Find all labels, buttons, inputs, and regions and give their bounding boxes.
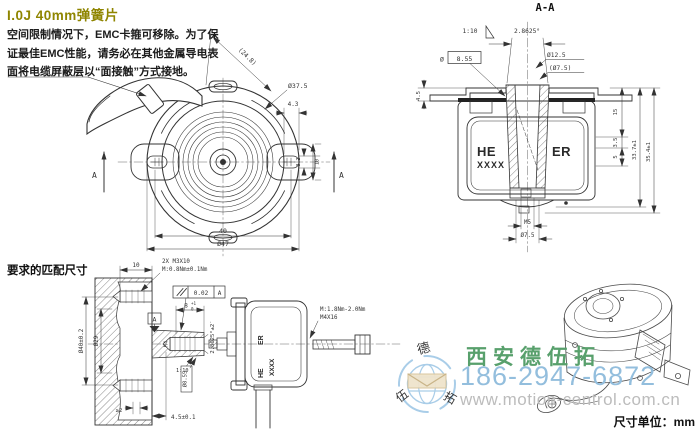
units-label: 尺寸单位：mm bbox=[613, 415, 695, 429]
dim-35-4: 35.4±1 bbox=[646, 142, 652, 162]
emc-note: 空间限制情况下，EMC卡箍可移除。为了保 证最佳EMC性能，请务必在其他金属导电… bbox=[7, 26, 223, 82]
dia-37-5: Ø37.5 bbox=[288, 82, 308, 90]
mating-view-title: 要求的匹配尺寸 bbox=[7, 265, 88, 277]
watermark-char-right: 拓 bbox=[441, 389, 458, 407]
thread-m5: M5 bbox=[524, 220, 531, 226]
dia-47: Ø47 bbox=[217, 240, 229, 248]
section-label-left: A bbox=[92, 171, 97, 180]
product-sketch bbox=[536, 283, 691, 413]
brand-logo-left: HE bbox=[477, 144, 496, 159]
mounting-screw-note: 2X M3X10 bbox=[162, 259, 190, 265]
dim-4-3: 4.3 bbox=[288, 101, 299, 108]
dim-8: 8 bbox=[184, 303, 188, 310]
watermark-char-top: 德 bbox=[416, 340, 432, 358]
front-view: A A (24.8) Ø37.5 4.3 3.2 10 40 Ø47 bbox=[7, 33, 344, 257]
dia-40-tol: Ø40±0.2 bbox=[78, 329, 85, 353]
dim-33-7: 33.7±1 bbox=[632, 140, 638, 160]
dia-29: Ø29 bbox=[93, 335, 100, 346]
dia-7-5-ref: (Ø7.5) bbox=[549, 64, 571, 72]
dia-7-5: Ø7.5 bbox=[521, 232, 535, 239]
mating-angle: 2.8625°±2′ bbox=[210, 320, 216, 353]
dim-15: 15 bbox=[613, 109, 619, 116]
mating-thread-m4: M4 bbox=[164, 341, 170, 347]
emc-note-line-1: 空间限制情况下，EMC卡箍可移除。为了保 bbox=[7, 29, 219, 41]
dim-5: 5 bbox=[613, 155, 619, 158]
side-logo-left: HE bbox=[258, 368, 265, 378]
mounting-screw-torque: M:0.8Nm±0.1Nm bbox=[162, 267, 208, 273]
section-title: A-A bbox=[536, 2, 556, 14]
watermark-website: www.motion-control.com.cn bbox=[460, 390, 681, 409]
runout-value: 0.02 bbox=[194, 290, 209, 297]
dim-3-5: 3.5 bbox=[613, 138, 619, 148]
watermark-phone: 186-2947-6872 bbox=[460, 361, 657, 391]
dim-10-ear: 10 bbox=[315, 159, 321, 165]
dim-min-2: ≥2 bbox=[116, 408, 123, 414]
dim-8-tol-up: +1 bbox=[191, 301, 197, 306]
dim-angle: 2.8625° bbox=[514, 27, 540, 35]
section-label-right: A bbox=[339, 171, 344, 180]
dia-8-55: 8.55 bbox=[457, 55, 473, 63]
mating-view: 0.02 A A 10 2X M3X10 M:0.8Nm±0.1Nm 8 +1 … bbox=[78, 259, 401, 429]
dim-taper: 1:10 bbox=[463, 28, 478, 35]
watermark-globe-logo: 德 伍 拓 bbox=[393, 340, 459, 413]
brand-logo-right: ER bbox=[552, 144, 571, 159]
center-screw-torque: M:1.8Nm-2.0Nm bbox=[320, 307, 366, 313]
runout-datum: A bbox=[218, 290, 222, 297]
watermark-company: 西安德伍拓 bbox=[466, 346, 601, 369]
dim-depth-10: 10 bbox=[132, 262, 140, 269]
dia-symbol: Ø bbox=[440, 56, 444, 64]
mating-dia-8-55: Ø8.55 bbox=[182, 371, 189, 388]
datum-label: A bbox=[153, 316, 157, 324]
center-screw-spec: M4X16 bbox=[320, 315, 338, 321]
dim-24-8: (24.8) bbox=[237, 47, 258, 68]
dim-8-tol-dn: 0 bbox=[191, 307, 194, 312]
side-logo-right: ER bbox=[258, 335, 265, 345]
dim-4-5: 4.5 bbox=[416, 91, 422, 101]
brand-logo-sub: XXXX bbox=[477, 160, 505, 170]
emc-note-line-3: 面将电缆屏蔽层以“面接触”方式接地。 bbox=[7, 66, 194, 78]
mating-taper: 1:10 bbox=[176, 368, 189, 374]
dim-3-2: 3.2 bbox=[296, 157, 302, 166]
emc-note-line-2: 证最佳EMC性能，请务必在其他金属导电表 bbox=[7, 47, 219, 60]
side-logo-sub: XXXX bbox=[269, 358, 276, 376]
page-title: I.0J 40mm弹簧片 bbox=[7, 8, 119, 23]
dia-12-5: Ø12.5 bbox=[547, 51, 566, 59]
dim-40: 40 bbox=[219, 227, 227, 235]
dim-standoff: 4.5±0.1 bbox=[171, 415, 196, 421]
section-view: A-A HE ER XXXX 2.8625° 1:10 bbox=[416, 2, 661, 253]
